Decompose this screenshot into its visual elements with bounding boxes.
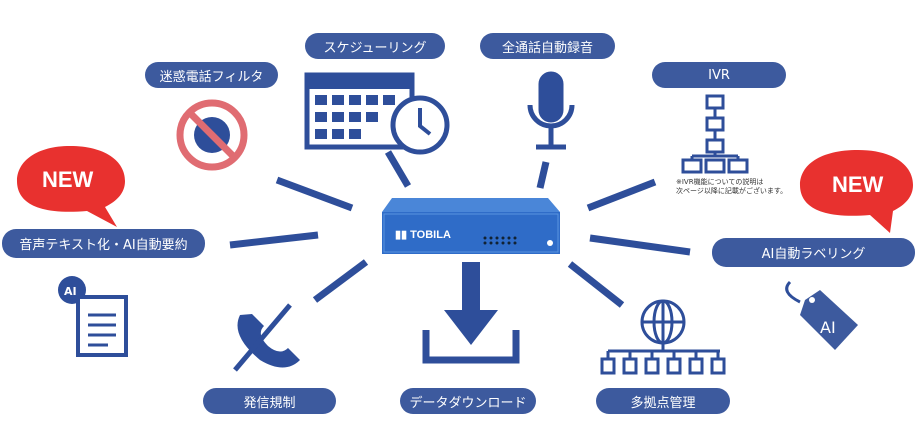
connector-lines [229,150,691,308]
download-icon [422,262,520,364]
pill-recording: 全通話自動録音 [480,33,615,59]
ivr-note: ※IVR機能についての説明は 次ページ以降に記載がございます。 [676,178,787,196]
pill-scheduling: スケジューリング [305,33,445,59]
ai-tag-icon: AI [785,280,858,350]
pill-transcription: 音声テキスト化・AI自動要約 [2,229,205,258]
ivr-tree-icon [681,94,749,174]
tobila-device: ▮▮ TOBILA [382,198,560,254]
ivr-note-line2: 次ページ以降に記載がございます。 [676,187,788,195]
connector [312,259,369,303]
connector [536,161,550,189]
new-bubble-right [800,150,913,233]
svg-text:▮▮ TOBILA: ▮▮ TOBILA [395,229,451,241]
network-globe-icon [600,299,726,375]
pill-spam-filter: 迷惑電話フィルタ [145,62,278,88]
connector [567,261,625,308]
microphone-icon [527,71,575,150]
ai-head-label: AI [64,285,77,298]
ai-document-icon: AI [58,276,128,357]
connector [589,234,691,256]
pill-labeling: AI自動ラベリング [712,238,915,267]
new-badge-left: NEW [42,167,94,192]
pill-multi-site: 多拠点管理 [596,388,730,414]
pill-ivr: IVR [652,62,786,88]
connector [229,231,319,249]
calendar-icon [304,72,450,155]
ai-tag-label: AI [820,318,836,337]
ivr-note-line1: ※IVR機能についての説明は [676,178,764,186]
spam-filter-icon [176,99,248,171]
pill-call-restriction: 発信規制 [203,388,336,414]
connector [586,178,657,212]
connector [384,150,412,188]
pill-data-download: データダウンロード [400,388,536,414]
new-bubble-left [17,146,125,227]
connector [275,176,354,212]
new-badge-right: NEW [832,172,884,197]
phone-restricted-icon [233,303,300,372]
